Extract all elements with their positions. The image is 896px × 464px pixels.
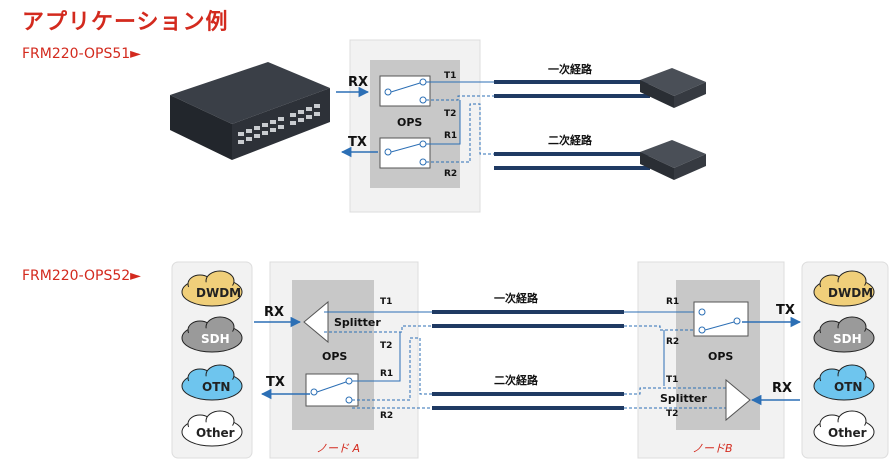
cloud-dwdm-right: DWDM — [813, 270, 875, 307]
splitter-a-label: Splitter — [334, 316, 381, 329]
cloud-label: DWDM — [196, 286, 241, 300]
port-r1-b: R1 — [666, 297, 679, 307]
splitter-a-icon — [303, 300, 329, 344]
port-t1-b: T1 — [666, 375, 678, 385]
port-t2: T2 — [444, 109, 456, 119]
port-t2-a: T2 — [380, 341, 392, 351]
cloud-otn-right: OTN — [813, 364, 875, 401]
port-r2: R2 — [444, 169, 457, 179]
port-t2-b: T2 — [666, 409, 678, 419]
tx-label-a: TX — [266, 375, 285, 390]
secondary-path-label: 二次経路 — [548, 133, 593, 147]
primary-path-label: 一次経路 — [548, 62, 593, 76]
page-title: アプリケーション例 — [22, 10, 229, 35]
ops-b-label: OPS — [708, 350, 733, 363]
port-r2-b: R2 — [666, 337, 679, 347]
diagram-ops51: RX TX OPS T1 T2 R1 R2 — [170, 39, 706, 213]
primary-path-label-2: 一次経路 — [494, 291, 539, 305]
port-r1: R1 — [444, 131, 457, 141]
optical-switch-a — [305, 373, 359, 407]
port-r2-a: R2 — [380, 411, 393, 421]
cloud-other-right: Other — [813, 410, 875, 447]
cloud-otn-left: OTN — [181, 364, 243, 401]
port-r1-a: R1 — [380, 369, 393, 379]
rx-label-b: RX — [772, 381, 792, 396]
splitter-b-icon — [725, 378, 751, 422]
port-t1-a: T1 — [380, 297, 392, 307]
optical-switch-b — [693, 301, 749, 337]
cloud-sdh-left: SDH — [181, 316, 243, 353]
remote-switch-icon — [640, 140, 706, 180]
cloud-dwdm-left: DWDM — [181, 270, 243, 307]
model-link-ops51[interactable]: FRM220-OPS51► — [22, 46, 141, 62]
right-network-panel — [801, 261, 889, 459]
remote-switch-icon — [640, 68, 706, 108]
cloud-other-left: Other — [181, 410, 243, 447]
cloud-label: DWDM — [828, 286, 873, 300]
cloud-sdh-right: SDH — [813, 316, 875, 353]
tx-label-b: TX — [776, 303, 795, 318]
cloud-label: SDH — [833, 332, 862, 346]
node-a-label: ノード A — [316, 442, 360, 455]
rx-label: RX — [348, 75, 368, 90]
cloud-label: Other — [828, 426, 867, 440]
switch-icon — [170, 62, 330, 160]
cloud-label: OTN — [202, 380, 230, 394]
cloud-label: SDH — [201, 332, 230, 346]
optical-switch-top — [379, 75, 431, 107]
node-b-label: ノードB — [692, 442, 733, 455]
ops-label: OPS — [397, 116, 422, 129]
tx-label: TX — [348, 135, 367, 150]
cloud-label: OTN — [834, 380, 862, 394]
secondary-path-label-2: 二次経路 — [494, 373, 539, 387]
port-t1: T1 — [444, 71, 456, 81]
rx-label-a: RX — [264, 305, 284, 320]
left-network-panel — [171, 261, 253, 459]
ops-a-label: OPS — [322, 350, 347, 363]
diagram-ops52: DWDM SDH OTN Other — [171, 261, 889, 459]
optical-switch-bottom — [379, 137, 431, 169]
model-link-ops52[interactable]: FRM220-OPS52► — [22, 268, 141, 284]
splitter-b-label: Splitter — [660, 392, 707, 405]
cloud-label: Other — [196, 426, 235, 440]
